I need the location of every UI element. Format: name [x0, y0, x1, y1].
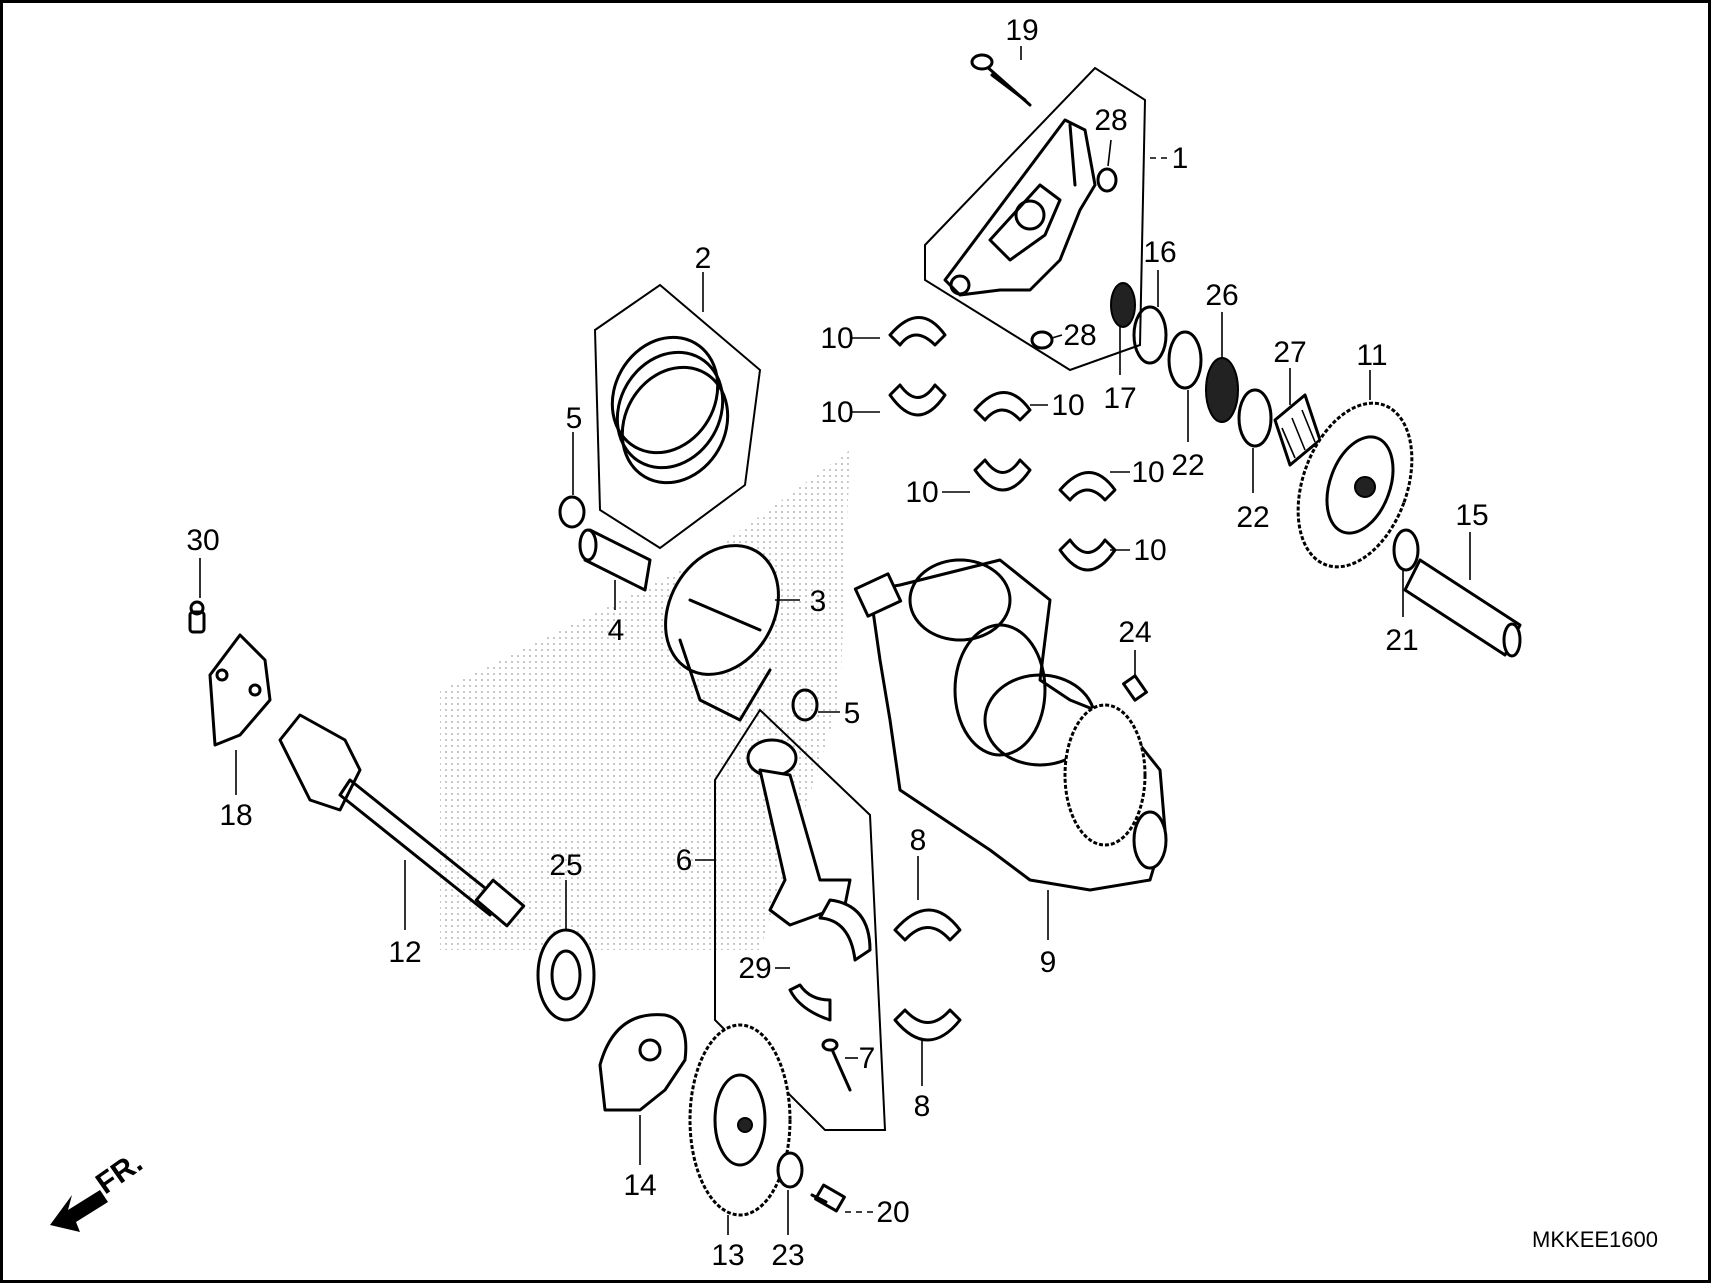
callout-22-b: 22 [1236, 501, 1269, 534]
dowel-pin-28-top [1096, 167, 1118, 193]
bearing-8-bottom [893, 1008, 962, 1042]
callout-17: 17 [1103, 382, 1136, 415]
callout-27: 27 [1273, 336, 1306, 369]
callout-30: 30 [186, 524, 219, 557]
callout-16: 16 [1143, 236, 1176, 269]
cover-14 [598, 1013, 688, 1112]
callout-10-d: 10 [905, 476, 938, 509]
callout-28-bottom: 28 [1063, 319, 1096, 352]
washer-23 [776, 1151, 804, 1189]
leader-28b [1051, 334, 1063, 339]
bearing-8-top [893, 908, 962, 942]
piston-pin-clip-5-top [558, 495, 586, 529]
callout-24: 24 [1118, 616, 1151, 649]
rod-bolt-7 [821, 1038, 852, 1092]
callout-20: 20 [876, 1196, 909, 1229]
gear-11 [1296, 401, 1414, 569]
callout-23: 23 [771, 1239, 804, 1272]
gear-13 [688, 1023, 792, 1217]
callout-3: 3 [810, 585, 827, 618]
crankcase-cover-1 [943, 118, 1097, 297]
washer-16 [1132, 305, 1168, 365]
callout-28-top: 28 [1094, 104, 1127, 137]
main-bearing-10-a [888, 316, 947, 347]
washer-22-b [1237, 388, 1273, 448]
callout-21: 21 [1385, 624, 1418, 657]
bolt-30 [188, 600, 206, 634]
piston-3 [664, 544, 780, 722]
callout-13: 13 [711, 1239, 744, 1272]
callout-6: 6 [676, 844, 693, 877]
washer-22-a [1167, 330, 1203, 390]
diagram-code: MKKEE1600 [1532, 1227, 1658, 1252]
piston-rings-2 [610, 335, 730, 485]
main-bearing-10-d [973, 458, 1032, 492]
piston-pin-4 [578, 528, 652, 592]
callout-29: 29 [738, 952, 771, 985]
callout-10-a: 10 [820, 322, 853, 355]
callout-7: 7 [859, 1042, 876, 1075]
main-bearing-10-c [973, 391, 1032, 422]
callout-18: 18 [219, 799, 252, 832]
callout-14: 14 [623, 1169, 656, 1202]
callout-8-top: 8 [910, 824, 927, 857]
crankshaft-9 [853, 558, 1168, 892]
callout-10-c: 10 [1051, 389, 1084, 422]
key-24 [1122, 674, 1148, 702]
piston-pin-clip-5-bottom [791, 688, 819, 722]
shaft-12 [278, 713, 526, 928]
callout-2: 2 [695, 242, 712, 275]
callout-5-bottom: 5 [844, 697, 861, 730]
callout-11: 11 [1356, 339, 1387, 372]
callout-8-bottom: 8 [914, 1090, 931, 1123]
callout-4: 4 [608, 614, 625, 647]
callout-15: 15 [1455, 499, 1488, 532]
callout-10-b: 10 [820, 396, 853, 429]
gasket-18 [208, 633, 272, 747]
main-bearing-10-e [1058, 471, 1117, 502]
callout-1: 1 [1172, 142, 1189, 175]
callout-5-top: 5 [566, 402, 583, 435]
callout-26: 26 [1205, 279, 1238, 312]
connecting-rod-6 [746, 738, 872, 1022]
bolt-20 [810, 1183, 846, 1213]
leader-28a [1107, 139, 1112, 167]
callout-25: 25 [549, 849, 582, 882]
callout-12: 12 [388, 936, 421, 969]
callout-19: 19 [1005, 14, 1038, 47]
main-bearing-10-b [888, 383, 947, 417]
callout-10-f: 10 [1133, 534, 1166, 567]
front-direction-arrow: FR. [50, 1146, 149, 1232]
group-outline-cover [924, 66, 1147, 372]
shaft-15 [1403, 558, 1522, 658]
bearing-25 [536, 928, 596, 1022]
callout-22-a: 22 [1171, 449, 1204, 482]
callout-9: 9 [1040, 946, 1057, 979]
group-outline-piston-rings [593, 283, 762, 550]
main-bearing-10-f [1058, 538, 1117, 572]
callout-10-e: 10 [1131, 456, 1164, 489]
bearing-26 [1205, 357, 1239, 423]
group-outline-connecting-rod [714, 708, 887, 1131]
ring-21 [1392, 528, 1420, 572]
bolt-19 [970, 53, 1032, 107]
dowel-pin-28-bottom [1030, 330, 1054, 350]
oil-seal-17 [1110, 282, 1136, 328]
